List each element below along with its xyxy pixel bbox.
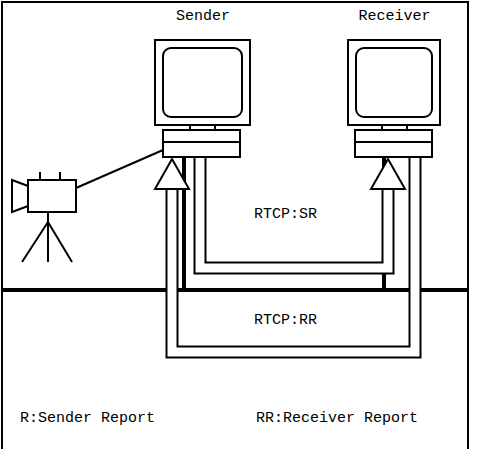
computer-node: Receiver xyxy=(343,8,446,158)
hollow-arrow xyxy=(155,158,415,352)
computer-node: Sender xyxy=(150,8,256,158)
network-line xyxy=(2,288,468,292)
camera-cable xyxy=(76,150,163,188)
video-camera xyxy=(12,150,163,262)
legend-note: R:Sender Report xyxy=(18,410,157,428)
node-heading: Sender xyxy=(150,8,256,25)
hollow-arrow xyxy=(200,158,405,268)
edge-label: RTCP:SR xyxy=(252,206,319,224)
edge-label: RTCP:RR xyxy=(252,312,319,330)
node-heading: Receiver xyxy=(343,8,446,25)
legend-note: RR:Receiver Report xyxy=(254,410,420,428)
frame xyxy=(2,2,468,449)
